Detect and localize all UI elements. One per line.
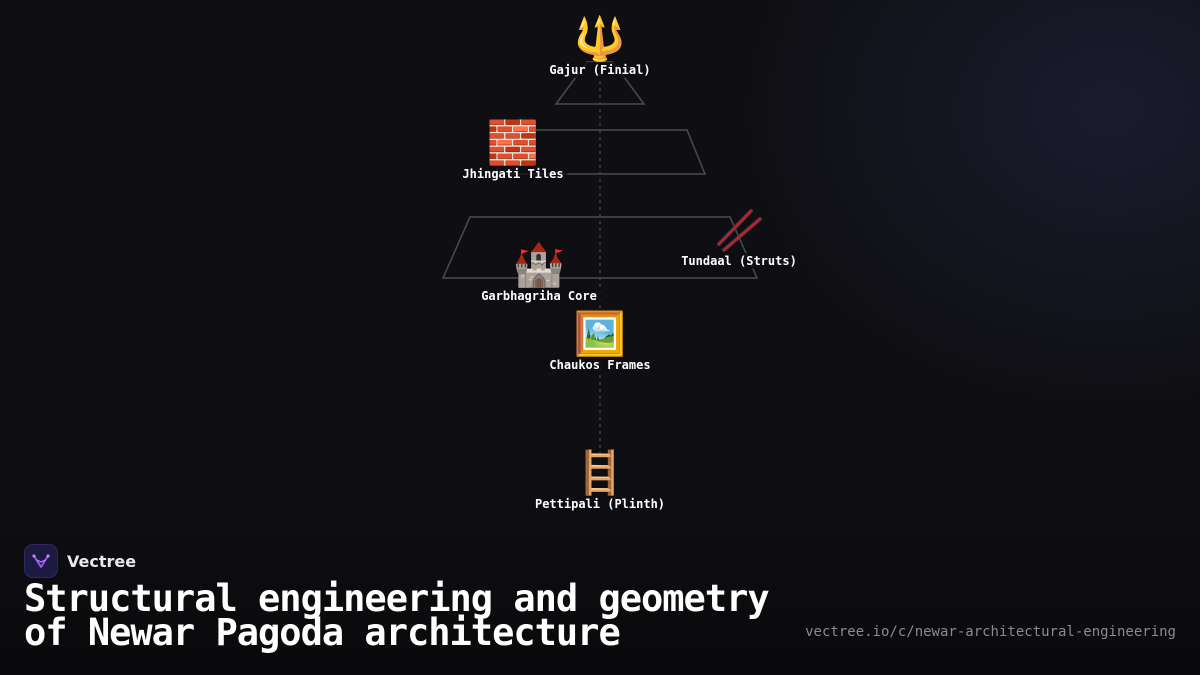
- struts-icon: [717, 209, 762, 252]
- node-label: Jhingati Tiles: [458, 166, 568, 182]
- page-title: Structural engineering and geometry of N…: [24, 577, 770, 654]
- node-label: Tundaal (Struts): [677, 253, 801, 269]
- roof-tier-bottom: [441, 216, 759, 279]
- node-tundaal[interactable]: Tundaal (Struts): [677, 253, 801, 269]
- node-label: Chaukos Frames: [545, 357, 655, 373]
- brand[interactable]: Vectree: [24, 544, 136, 578]
- roof-tier-middle: [493, 129, 707, 175]
- node-label: Pettipali (Plinth): [530, 496, 670, 512]
- framed-picture-icon: 🖼️: [573, 309, 627, 358]
- source-url[interactable]: vectree.io/c/newar-architectural-enginee…: [805, 624, 1176, 640]
- node-garbhagriha[interactable]: 🏰 Garbhagriha Core: [477, 242, 601, 304]
- castle-icon: 🏰: [512, 240, 566, 289]
- trident-icon: 🔱: [573, 14, 627, 63]
- node-pettipali[interactable]: 🪜 Pettipali (Plinth): [530, 448, 670, 512]
- vectree-logo-icon: [24, 544, 58, 578]
- node-gajur[interactable]: 🔱 Gajur (Finial): [545, 14, 655, 78]
- brand-name: Vectree: [67, 551, 137, 571]
- brick-icon: 🧱: [486, 118, 540, 167]
- node-chaukos[interactable]: 🖼️ Chaukos Frames: [545, 309, 655, 373]
- node-jhingati[interactable]: 🧱 Jhingati Tiles: [458, 118, 568, 182]
- node-label: Garbhagriha Core: [477, 288, 601, 304]
- node-label: Gajur (Finial): [545, 62, 655, 78]
- ladder-icon: 🪜: [573, 448, 627, 497]
